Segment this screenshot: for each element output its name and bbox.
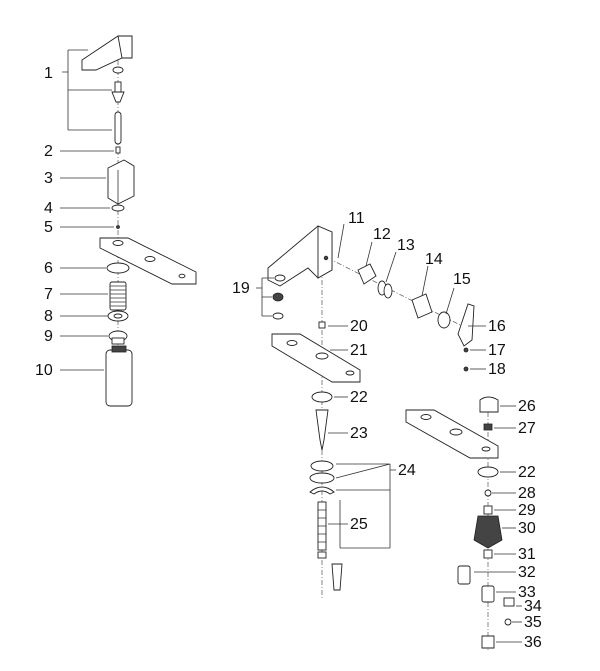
part-label-24: 24 xyxy=(398,462,416,479)
part-label-26: 26 xyxy=(518,398,536,415)
part-label-14: 14 xyxy=(425,251,443,268)
part-label-21: 21 xyxy=(350,342,368,359)
part-label-12: 12 xyxy=(373,226,391,243)
part-label-18: 18 xyxy=(488,361,506,378)
part-label-16: 16 xyxy=(488,318,506,335)
part-label-10: 10 xyxy=(35,362,53,379)
part-label-31: 31 xyxy=(518,546,536,563)
part-label-22a: 22 xyxy=(350,389,368,406)
part-label-25: 25 xyxy=(350,516,368,533)
part-label-8: 8 xyxy=(44,308,53,325)
part-label-36: 36 xyxy=(524,634,542,651)
part-label-23: 23 xyxy=(350,425,368,442)
part-label-4: 4 xyxy=(44,200,53,217)
part-label-15: 15 xyxy=(453,271,471,288)
part-label-11: 11 xyxy=(348,210,365,227)
part-label-35: 35 xyxy=(524,614,542,631)
middle-assembly xyxy=(256,223,486,600)
part-label-13: 13 xyxy=(397,237,415,254)
part-label-34: 34 xyxy=(524,598,542,615)
part-label-29: 29 xyxy=(518,502,536,519)
part-label-6: 6 xyxy=(44,260,53,277)
part-label-2: 2 xyxy=(44,143,53,160)
right-assembly xyxy=(405,396,522,650)
part-label-22b: 22 xyxy=(518,464,536,481)
part-label-33: 33 xyxy=(518,584,536,601)
part-label-30: 30 xyxy=(518,520,536,537)
part-label-32: 32 xyxy=(518,564,536,581)
part-label-19: 19 xyxy=(232,280,250,297)
part-label-20: 20 xyxy=(350,318,368,335)
part-label-28: 28 xyxy=(518,485,536,502)
part-label-17: 17 xyxy=(488,342,506,359)
part-label-3: 3 xyxy=(44,170,53,187)
part-label-27: 27 xyxy=(518,420,536,437)
part-label-1: 1 xyxy=(44,65,53,82)
part-label-7: 7 xyxy=(44,286,53,303)
part-label-5: 5 xyxy=(44,219,53,236)
part-label-9: 9 xyxy=(44,328,53,345)
left-assembly xyxy=(60,35,197,407)
